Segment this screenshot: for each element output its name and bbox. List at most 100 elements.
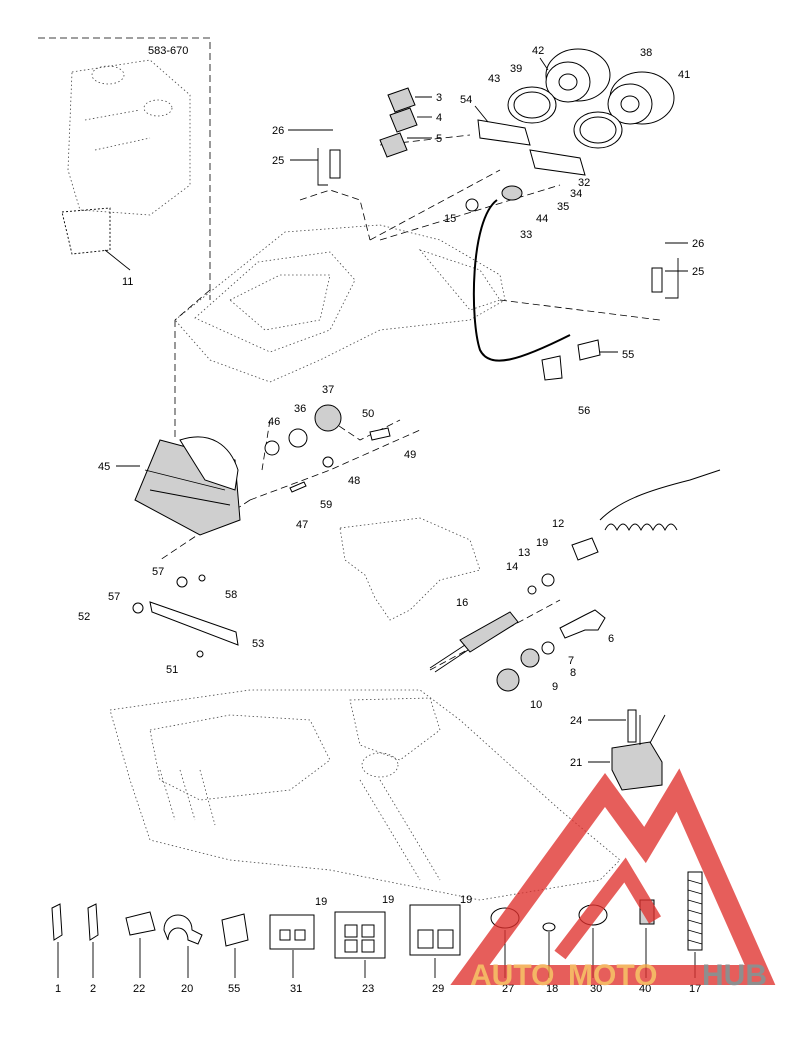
gauge-right xyxy=(573,71,675,149)
nut-15 xyxy=(465,198,479,212)
callout-44: 44 xyxy=(536,213,548,225)
callout-57: 57 xyxy=(152,566,164,578)
clamp-55b xyxy=(541,355,563,381)
bulb-socket-25b xyxy=(651,267,663,293)
grommet-44 xyxy=(501,185,523,201)
callout-12: 12 xyxy=(552,518,564,530)
ref-code: 583-670 xyxy=(148,45,188,57)
callout-59: 59 xyxy=(320,499,332,511)
callout-50: 50 xyxy=(362,408,374,420)
part-label-1: 1 xyxy=(55,983,61,995)
screw-59 xyxy=(289,481,307,493)
callout-54: 54 xyxy=(460,94,472,106)
callout-14: 14 xyxy=(506,561,518,573)
note-19-b: 19 xyxy=(382,894,394,906)
key-6 xyxy=(559,609,606,639)
callout-39: 39 xyxy=(510,63,522,75)
callout-25b: 25 xyxy=(692,266,704,278)
switch-3 xyxy=(387,87,416,113)
callout-52: 52 xyxy=(78,611,90,623)
watermark-inner-m xyxy=(554,857,662,960)
watermark-text-moto: MOTO xyxy=(568,959,657,992)
callout-11: 11 xyxy=(122,276,133,288)
adjuster-50 xyxy=(369,427,391,441)
screw-51 xyxy=(196,650,204,658)
part-label-20: 20 xyxy=(181,983,193,995)
ring-36 xyxy=(288,428,308,448)
tether-cord xyxy=(571,469,721,561)
switch-5 xyxy=(379,132,408,158)
callout-10: 10 xyxy=(530,699,542,711)
part-label-2: 2 xyxy=(90,983,96,995)
washer-8 xyxy=(541,641,555,655)
regulator-21 xyxy=(611,709,666,791)
part-14 xyxy=(527,585,537,595)
gauge-left xyxy=(507,48,611,124)
nut-9 xyxy=(520,648,540,668)
callout-58: 58 xyxy=(225,589,237,601)
callout-57b: 57 xyxy=(108,591,120,603)
part-label-27: 27 xyxy=(502,983,514,995)
callout-21: 21 xyxy=(570,757,582,769)
bulb-46 xyxy=(264,440,280,456)
callout-24: 24 xyxy=(570,715,582,727)
seat-outline xyxy=(339,517,481,621)
callout-45: 45 xyxy=(98,461,110,473)
callout-8: 8 xyxy=(570,667,576,679)
callout-42: 42 xyxy=(532,45,544,57)
part-label-55: 55 xyxy=(228,983,240,995)
bracket-53 xyxy=(149,601,239,646)
callout-4: 4 xyxy=(436,112,442,124)
callout-56: 56 xyxy=(578,405,590,417)
watermark-text-auto: AUTO xyxy=(470,959,554,992)
note-19-a: 19 xyxy=(315,896,327,908)
ignition-switch xyxy=(429,611,519,673)
gauge-bracket-2 xyxy=(529,149,586,176)
callout-25: 25 xyxy=(272,155,284,167)
clamp-55 xyxy=(577,339,601,361)
callout-34: 34 xyxy=(570,188,582,200)
callout-49: 49 xyxy=(404,449,416,461)
callout-51: 51 xyxy=(166,664,178,676)
callout-43: 43 xyxy=(488,73,500,85)
watermark-text-hub: HUB xyxy=(702,959,767,992)
part-label-31: 31 xyxy=(290,983,302,995)
callout-26: 26 xyxy=(272,125,284,137)
callout-47: 47 xyxy=(296,519,308,531)
part-label-22: 22 xyxy=(133,983,145,995)
callout-13: 13 xyxy=(518,547,530,559)
switch-4 xyxy=(389,107,418,133)
part-10 xyxy=(496,668,520,692)
watermark-triangle xyxy=(450,768,776,985)
callout-6: 6 xyxy=(608,633,614,645)
callout-32: 32 xyxy=(578,177,590,189)
callout-26b: 26 xyxy=(692,238,704,250)
gauge-bracket xyxy=(477,119,531,146)
callout-48: 48 xyxy=(348,475,360,487)
callout-37: 37 xyxy=(322,384,334,396)
speedometer-cable xyxy=(472,199,571,362)
callout-33: 33 xyxy=(520,229,532,241)
callout-3: 3 xyxy=(436,92,442,104)
hood-outline xyxy=(174,224,506,383)
washer-57 xyxy=(132,602,144,614)
callout-19: 19 xyxy=(536,537,548,549)
callout-55: 55 xyxy=(622,349,634,361)
part-label-23: 23 xyxy=(362,983,374,995)
part-label-40: 40 xyxy=(639,983,651,995)
washer-48 xyxy=(322,456,334,468)
callout-5: 5 xyxy=(436,133,442,145)
watermark-logo: AUTO MOTO HUB xyxy=(450,768,776,992)
washer-57b xyxy=(176,576,188,588)
headlamp xyxy=(134,436,241,536)
bulb-socket-25 xyxy=(329,149,341,179)
callout-7: 7 xyxy=(568,655,574,667)
reference-inset: 583-670 xyxy=(38,37,211,300)
callout-15: 15 xyxy=(444,213,456,225)
nut-13 xyxy=(541,573,555,587)
callout-38: 38 xyxy=(640,47,652,59)
callout-46: 46 xyxy=(268,416,280,428)
callout-41: 41 xyxy=(678,69,690,81)
lower-chassis-outline xyxy=(109,689,621,901)
